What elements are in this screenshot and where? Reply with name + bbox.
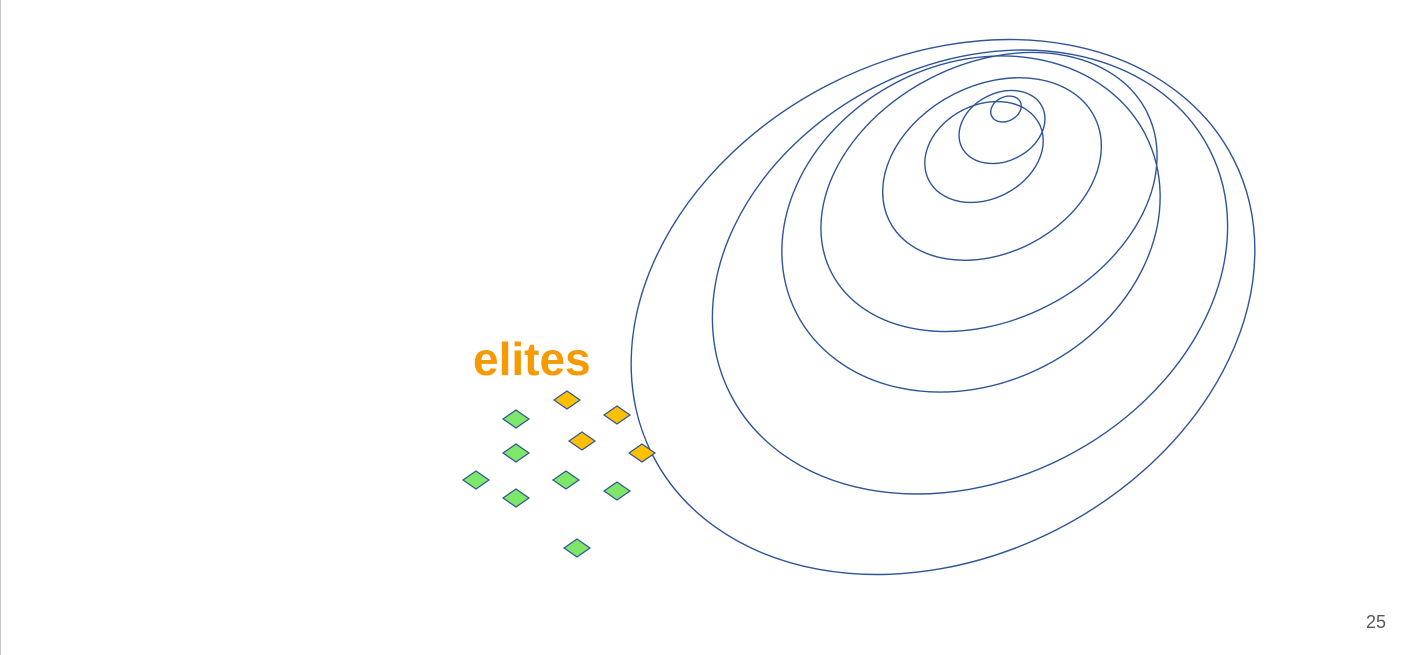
page-number: 25 xyxy=(1365,612,1386,632)
sample-point xyxy=(602,481,632,501)
contour-line xyxy=(924,100,1044,204)
contour-line xyxy=(990,95,1022,123)
sample-point xyxy=(501,488,531,508)
contour-line xyxy=(781,55,1161,393)
sample-point xyxy=(562,538,592,558)
sample-points xyxy=(461,390,657,558)
sample-point xyxy=(501,409,531,429)
elite-sample-point xyxy=(602,405,632,425)
sample-point xyxy=(461,470,491,490)
elite-sample-point xyxy=(627,443,657,463)
elite-sample-point xyxy=(552,390,582,410)
contour-line xyxy=(630,38,1256,576)
elite-sample-point xyxy=(567,431,597,451)
sample-point xyxy=(551,470,581,490)
contour-line xyxy=(711,49,1229,495)
sample-point xyxy=(501,443,531,463)
contour-lines xyxy=(630,38,1256,576)
contour-line xyxy=(820,51,1158,333)
contour-line xyxy=(881,77,1103,261)
elites-label: elites xyxy=(473,333,591,385)
contour-line xyxy=(958,89,1046,165)
